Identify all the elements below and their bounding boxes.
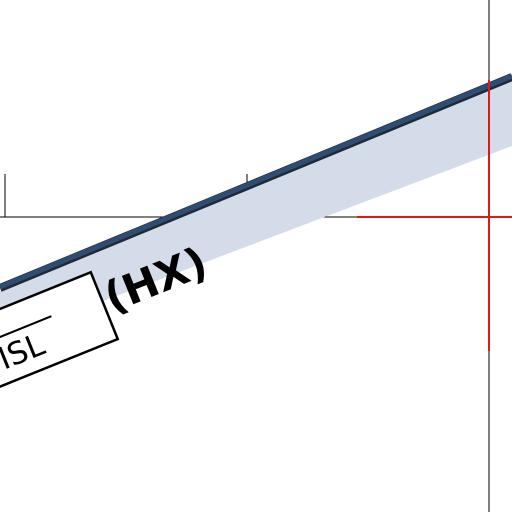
route-edge-line[interactable]: [0, 73, 512, 290]
route-band: [0, 75, 512, 340]
label-box-underline: [0, 315, 52, 342]
crosshair-icon: [357, 80, 512, 351]
label-box-frame: [0, 270, 120, 401]
label-box[interactable]: ISL: [0, 270, 120, 401]
